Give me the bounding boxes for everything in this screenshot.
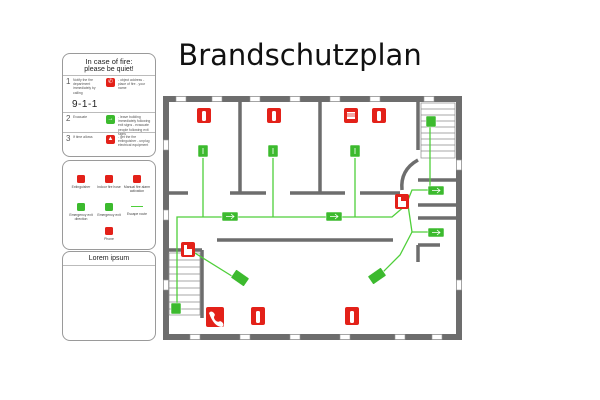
fire-instructions-panel: In case of fire: please be quiet! 1 Noti… — [62, 53, 156, 157]
legend-escape-route: Escape route — [123, 203, 151, 216]
fire-equipment-glyphs — [184, 111, 406, 327]
instructions-heading-line2: please be quiet! — [84, 66, 134, 73]
escape-route-line — [131, 206, 143, 207]
step-detail: - get the fire extinguisher - unplug ele… — [118, 135, 150, 148]
outer-walls — [163, 96, 462, 340]
windows — [163, 96, 462, 340]
legend-phone: Phone — [95, 227, 123, 241]
interior-walls — [168, 101, 457, 318]
divider — [63, 112, 155, 113]
step-detail: - leave building immediately following e… — [118, 115, 151, 136]
fire-alarm-icon — [133, 175, 141, 183]
exit-direction-icon — [367, 267, 387, 285]
emergency-exit-icon — [170, 302, 182, 315]
emergency-number: 9-1-1 — [72, 99, 98, 110]
extinguisher-icon: ▲ — [106, 135, 115, 144]
stairs-top-right — [420, 102, 456, 159]
legend-exit-direction: Emergency exit direction — [67, 203, 95, 221]
exit-icon: → — [106, 115, 115, 124]
phone-icon — [105, 227, 113, 235]
legend-fire-alarm: Manual fire alarm activation — [123, 175, 151, 193]
step-text: Evacuate — [73, 115, 88, 119]
step-number: 2 — [66, 114, 71, 123]
phone-icon: ✆ — [106, 78, 115, 87]
step-number: 3 — [66, 134, 71, 143]
exit-direction-icon — [77, 203, 85, 211]
escape-routes — [176, 122, 434, 305]
notes-title: Lorem ipsum — [88, 255, 130, 262]
step-number: 1 — [66, 77, 71, 86]
instructions-heading: In case of fire: please be quiet! — [63, 54, 155, 74]
fire-hose-icon — [105, 175, 113, 183]
exit-signs — [170, 115, 445, 315]
exit-direction-icon — [230, 269, 250, 287]
divider — [63, 75, 155, 76]
instruction-step-1: 1 Notify the fire department immediately… — [66, 77, 152, 101]
emergency-exit-icon — [425, 115, 437, 128]
extinguisher-icon — [77, 175, 85, 183]
exit-sign-arrows — [202, 148, 441, 236]
instruction-step-3: 3 If time allows ▲ - get the fire exting… — [66, 134, 152, 158]
page-title: Brandschutzplan — [178, 38, 422, 72]
divider — [63, 132, 155, 133]
step-text: Notify the fire department immediately b… — [73, 78, 96, 95]
emergency-exit-icon — [105, 203, 113, 211]
legend-emergency-exit: Emergency exit — [95, 203, 123, 217]
divider — [63, 265, 155, 266]
notes-panel: Lorem ipsum — [62, 251, 156, 341]
legend-panel: Extinguisher Indoor fire hose Manual fir… — [62, 160, 156, 250]
hose-divider — [347, 113, 355, 117]
instructions-heading-line1: In case of fire: — [85, 57, 133, 66]
legend-extinguisher: Extinguisher — [67, 175, 95, 189]
instruction-step-2: 2 Evacuate → - leave building immediatel… — [66, 114, 152, 138]
legend-fire-hose: Indoor fire hose — [95, 175, 123, 189]
step-detail: - object address - place of fire - your … — [118, 78, 146, 91]
step-text: If time allows — [73, 135, 93, 139]
